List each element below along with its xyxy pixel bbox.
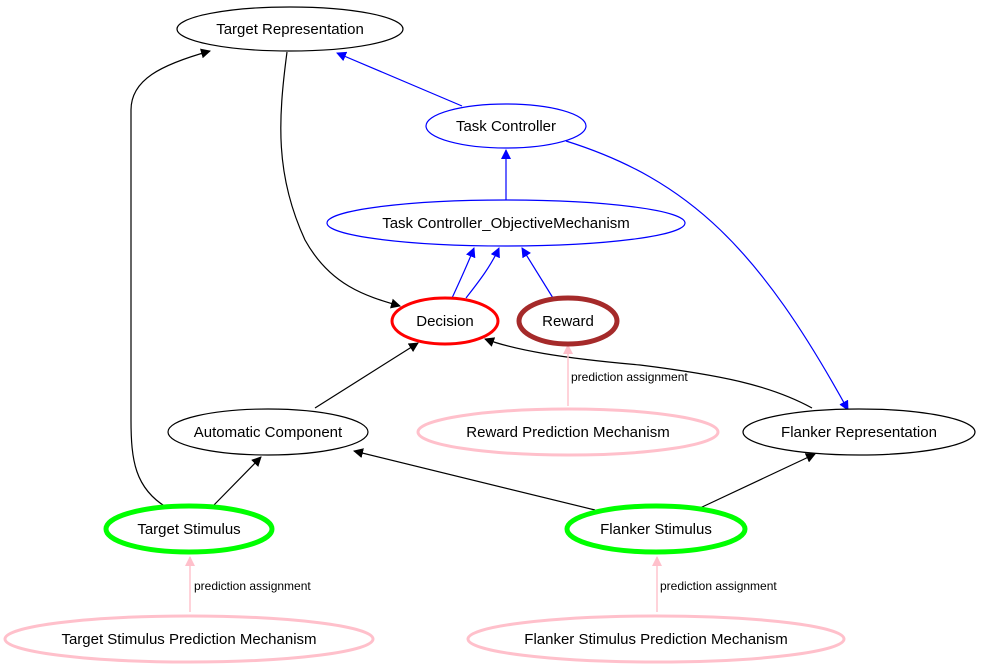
- edge-label-reward-prediction: prediction assignment: [571, 370, 688, 384]
- edge-decision-to-objective-1: [451, 247, 476, 299]
- edge-target-stimulus-to-target-representation: [130, 48, 211, 508]
- edge-task-controller-to-flanker-representation: [565, 140, 849, 411]
- node-target-stimulus[interactable]: Target Stimulus: [103, 503, 275, 555]
- edge-labels: prediction assignment prediction assignm…: [194, 370, 777, 593]
- node-label: Flanker Stimulus: [600, 521, 712, 538]
- edge-automatic-to-decision: [314, 342, 419, 409]
- node-automatic-component[interactable]: Automatic Component: [167, 408, 369, 456]
- edge-task-controller-to-target-representation: [336, 51, 463, 107]
- node-reward-prediction-mechanism[interactable]: Reward Prediction Mechanism: [416, 407, 720, 457]
- edge-reward-to-objective: [521, 247, 554, 299]
- node-label: Reward Prediction Mechanism: [466, 424, 669, 441]
- node-label: Flanker Stimulus Prediction Mechanism: [524, 631, 787, 648]
- edge-decision-to-objective-2: [465, 247, 500, 299]
- node-label: Target Stimulus: [137, 521, 240, 538]
- edge-flanker-stimulus-to-flanker-representation: [699, 453, 816, 509]
- edge-flanker-stimulus-to-automatic: [353, 448, 596, 511]
- node-reward[interactable]: Reward: [516, 295, 620, 347]
- node-task-controller[interactable]: Task Controller: [425, 103, 587, 149]
- node-label: Target Representation: [216, 21, 364, 38]
- node-flanker-representation[interactable]: Flanker Representation: [742, 408, 976, 456]
- edge-target-stimulus-to-automatic: [211, 456, 262, 508]
- node-label: Task Controller_ObjectiveMechanism: [382, 215, 630, 232]
- node-flanker-stimulus[interactable]: Flanker Stimulus: [564, 503, 748, 555]
- edge-target-representation-to-decision: [280, 51, 401, 309]
- node-label: Flanker Representation: [781, 424, 937, 441]
- node-label: Automatic Component: [194, 424, 343, 441]
- node-objective-mechanism[interactable]: Task Controller_ObjectiveMechanism: [326, 199, 686, 247]
- node-target-stimulus-prediction-mechanism[interactable]: Target Stimulus Prediction Mechanism: [3, 614, 375, 664]
- edges: [130, 48, 849, 612]
- node-label: Reward: [542, 313, 594, 330]
- node-label: Target Stimulus Prediction Mechanism: [61, 631, 316, 648]
- node-label: Decision: [416, 313, 474, 330]
- node-flanker-stimulus-prediction-mechanism[interactable]: Flanker Stimulus Prediction Mechanism: [466, 614, 846, 664]
- nodes: Target Representation Task Controller Ta…: [3, 6, 976, 664]
- edge-flanker-representation-to-decision: [484, 337, 813, 409]
- node-decision[interactable]: Decision: [390, 296, 500, 346]
- edge-label-flanker-prediction: prediction assignment: [660, 579, 777, 593]
- node-target-representation[interactable]: Target Representation: [176, 6, 404, 52]
- edge-label-target-prediction: prediction assignment: [194, 579, 311, 593]
- node-label: Task Controller: [456, 118, 556, 135]
